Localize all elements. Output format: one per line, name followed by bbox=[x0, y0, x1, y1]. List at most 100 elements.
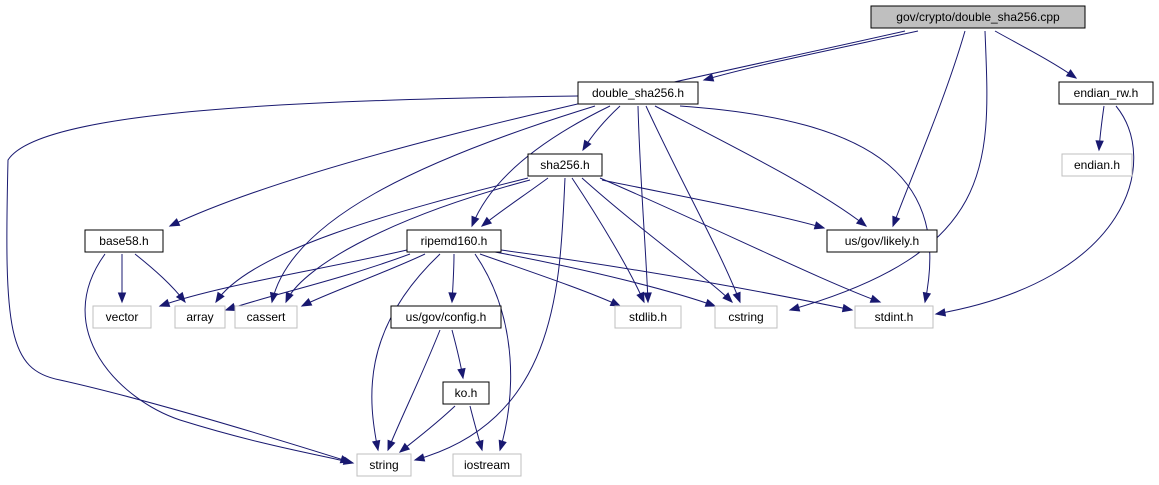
edge-arrowhead bbox=[892, 215, 901, 228]
edge-root-to-cstring bbox=[788, 30, 988, 312]
edge-arrowhead bbox=[342, 456, 355, 465]
node-box bbox=[614, 305, 682, 329]
edge-root-to-endian_rw_h bbox=[994, 30, 1078, 79]
edge-endian_rw_h-to-stdint_h bbox=[934, 105, 1135, 317]
node-base58-h[interactable]: base58.h bbox=[84, 229, 164, 253]
node-cassert[interactable]: cassert bbox=[234, 305, 298, 329]
node-label: stdlib.h bbox=[629, 310, 667, 324]
node-label: string bbox=[369, 458, 398, 472]
edge-line bbox=[387, 329, 441, 451]
edge-arrowhead bbox=[398, 442, 411, 453]
node-stdint-h[interactable]: stdint.h bbox=[854, 305, 934, 329]
node-config-h[interactable]: us/gov/config.h bbox=[390, 305, 502, 329]
edge-line bbox=[371, 253, 441, 451]
edge-ko_h-to-iostream bbox=[469, 405, 484, 452]
edge-line bbox=[637, 105, 649, 303]
edge-line bbox=[494, 251, 716, 307]
node-ko-h[interactable]: ko.h bbox=[442, 381, 490, 405]
node-endian-h[interactable]: endian.h bbox=[1061, 153, 1133, 177]
edge-arrowhead bbox=[732, 291, 741, 304]
edge-arrowhead bbox=[643, 292, 652, 304]
node-sha256-h[interactable]: sha256.h bbox=[527, 153, 603, 177]
edge-line bbox=[474, 253, 512, 451]
edge-sha256_h-to-ripemd160_h bbox=[480, 177, 549, 227]
edge-arrowhead bbox=[457, 367, 466, 380]
edge-ripemd160_h-to-config_h bbox=[448, 253, 457, 304]
node-label: endian_rw.h bbox=[1074, 86, 1139, 100]
edge-double_sha256_h-to-stdint_h bbox=[679, 105, 932, 304]
node-array[interactable]: array bbox=[174, 305, 226, 329]
edge-base58_h-to-string bbox=[84, 253, 355, 465]
node-endian-rw-h[interactable]: endian_rw.h bbox=[1058, 81, 1154, 105]
edge-arrowhead bbox=[471, 215, 480, 228]
node-stdlib-h[interactable]: stdlib.h bbox=[614, 305, 682, 329]
node-label: ko.h bbox=[455, 386, 478, 400]
edge-ripemd160_h-to-string bbox=[371, 253, 441, 452]
edge-double_sha256_h-to-ripemd160_h bbox=[471, 105, 611, 228]
edge-line bbox=[481, 177, 549, 227]
edge-line bbox=[654, 105, 867, 227]
edge-arrowhead bbox=[269, 291, 279, 304]
edge-base58_h-to-array bbox=[134, 253, 186, 304]
edge-arrowhead bbox=[922, 291, 932, 304]
edge-line bbox=[301, 253, 426, 307]
nodes-layer: gov/crypto/double_sha256.cpp double_sha2… bbox=[84, 5, 1154, 477]
node-ripemd160-h[interactable]: ripemd160.h bbox=[406, 229, 502, 253]
edge-config_h-to-string bbox=[387, 329, 441, 452]
node-box bbox=[714, 305, 778, 329]
edge-arrowhead bbox=[1065, 69, 1078, 79]
edge-arrowhead bbox=[371, 439, 381, 452]
edge-double_sha256_h-to-cassert bbox=[269, 105, 596, 304]
node-cstring[interactable]: cstring bbox=[714, 305, 778, 329]
node-string[interactable]: string bbox=[356, 453, 412, 477]
node-double-sha256-h[interactable]: double_sha256.h bbox=[577, 81, 699, 105]
node-box bbox=[1058, 81, 1154, 105]
edge-arrowhead bbox=[475, 439, 484, 452]
edge-line bbox=[601, 179, 825, 229]
node-likely-h[interactable]: us/gov/likely.h bbox=[826, 229, 938, 253]
edge-line bbox=[479, 253, 621, 307]
edge-line bbox=[789, 30, 988, 311]
node-label: gov/crypto/double_sha256.cpp bbox=[896, 10, 1060, 24]
node-box bbox=[174, 305, 226, 329]
edge-double_sha256_h-to-cstring bbox=[645, 105, 741, 304]
node-iostream[interactable]: iostream bbox=[452, 453, 522, 477]
edge-line bbox=[935, 105, 1135, 315]
node-vector[interactable]: vector bbox=[92, 305, 152, 329]
node-box bbox=[84, 229, 164, 253]
edge-arrowhead bbox=[855, 216, 868, 227]
node-label: iostream bbox=[464, 458, 510, 472]
edge-arrowhead bbox=[813, 221, 826, 230]
node-label: cstring bbox=[728, 310, 763, 324]
edge-line bbox=[84, 253, 354, 464]
node-label: array bbox=[186, 310, 213, 324]
edge-sha256_h-to-likely_h bbox=[601, 179, 826, 230]
edge-line bbox=[414, 177, 566, 461]
edge-arrowhead bbox=[934, 308, 947, 317]
edge-arrowhead bbox=[609, 298, 622, 307]
node-label: vector bbox=[106, 310, 139, 324]
edge-ripemd160_h-to-stdlib_h bbox=[479, 253, 622, 307]
edge-arrowhead bbox=[704, 298, 717, 307]
node-box bbox=[390, 305, 502, 329]
edge-arrowhead bbox=[636, 291, 645, 304]
edge-sha256_h-to-stdint_h bbox=[599, 177, 882, 303]
edge-ripemd160_h-to-vector bbox=[158, 249, 408, 307]
node-box bbox=[92, 305, 152, 329]
node-label: us/gov/config.h bbox=[406, 310, 487, 324]
node-box bbox=[234, 305, 298, 329]
node-label: base58.h bbox=[99, 234, 148, 248]
node-label: us/gov/likely.h bbox=[845, 234, 919, 248]
edge-arrowhead bbox=[117, 292, 127, 304]
edge-arrowhead bbox=[722, 292, 733, 303]
edge-arrowhead bbox=[413, 453, 426, 462]
edge-line bbox=[581, 177, 733, 303]
edge-ripemd160_h-to-stdint_h bbox=[500, 249, 854, 313]
node-root[interactable]: gov/crypto/double_sha256.cpp bbox=[870, 5, 1086, 29]
node-label: sha256.h bbox=[540, 158, 589, 172]
edge-arrowhead bbox=[224, 302, 237, 311]
edge-arrowhead bbox=[1095, 140, 1104, 152]
edge-sha256_h-to-array bbox=[215, 177, 529, 304]
node-box bbox=[577, 81, 699, 105]
